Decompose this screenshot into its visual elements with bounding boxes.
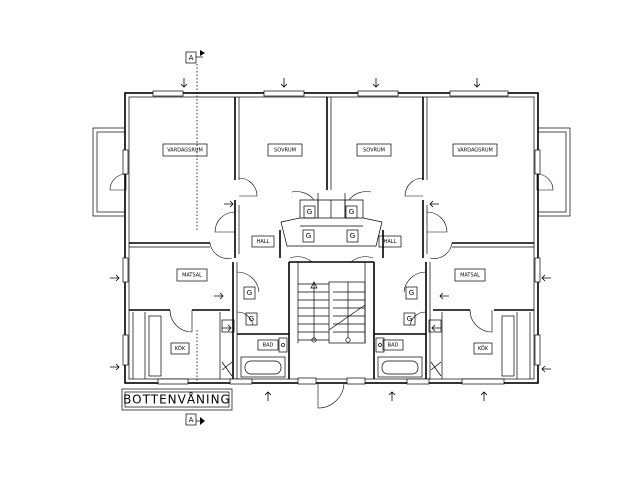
drawing-title: BOTTENVÅNING	[123, 392, 231, 407]
room-label-bad-right: BAD	[388, 343, 399, 349]
bath-fixtures-left	[221, 319, 288, 378]
section-marker-top: A	[185, 50, 205, 64]
room-label-matsal-left: MATSAL	[182, 273, 202, 279]
room-label-sovrum-left: SOVRUM	[274, 148, 296, 154]
entry-arrows	[110, 78, 551, 401]
door-swings	[109, 173, 554, 333]
room-label-vardagsrum-right: VARDAGSRUM	[457, 148, 493, 154]
wardrobe-mark: G	[306, 232, 311, 240]
room-label-vardagsrum-left: VARDAGSRUM	[167, 148, 203, 154]
section-marker-top-label: A	[189, 54, 194, 62]
wardrobe-mark: G	[249, 315, 254, 323]
wardrobe-block	[280, 193, 383, 247]
balcony-right	[537, 127, 571, 217]
wardrobe-mark: G	[307, 208, 312, 216]
wardrobe-mark: G	[247, 289, 252, 297]
room-label-sovrum-right: SOVRUM	[363, 148, 385, 154]
entrance-door	[297, 377, 366, 409]
wardrobe-mark: G	[350, 232, 355, 240]
wardrobe-mark: G	[409, 289, 414, 297]
stairs	[298, 281, 366, 344]
balcony-left	[92, 127, 126, 217]
room-labels: VARDAGSRUM SOVRUM SOVRUM VARDAGSRUM HALL…	[162, 143, 498, 355]
room-label-kok-left: KÖK	[175, 345, 186, 352]
kitchen-counters	[148, 315, 515, 377]
wardrobe-mark: G	[407, 315, 412, 323]
section-marker-bottom-label: A	[189, 416, 194, 424]
windows	[122, 90, 541, 385]
room-label-kok-right: KÖK	[478, 345, 489, 352]
section-marker-bottom: A	[185, 413, 205, 426]
bath-fixtures-right	[375, 319, 442, 378]
drawing-title-box: BOTTENVÅNING	[121, 388, 233, 411]
interior-walls	[129, 97, 534, 379]
wardrobe-mark: G	[349, 208, 354, 216]
exterior-walls	[124, 92, 539, 384]
room-label-bad-left: BAD	[263, 343, 274, 349]
room-label-hall-left: HALL	[257, 239, 270, 245]
room-label-hall-right: HALL	[384, 239, 397, 245]
wardrobe-marks: G G G G G G G G	[243, 205, 418, 326]
room-label-matsal-right: MATSAL	[460, 273, 480, 279]
